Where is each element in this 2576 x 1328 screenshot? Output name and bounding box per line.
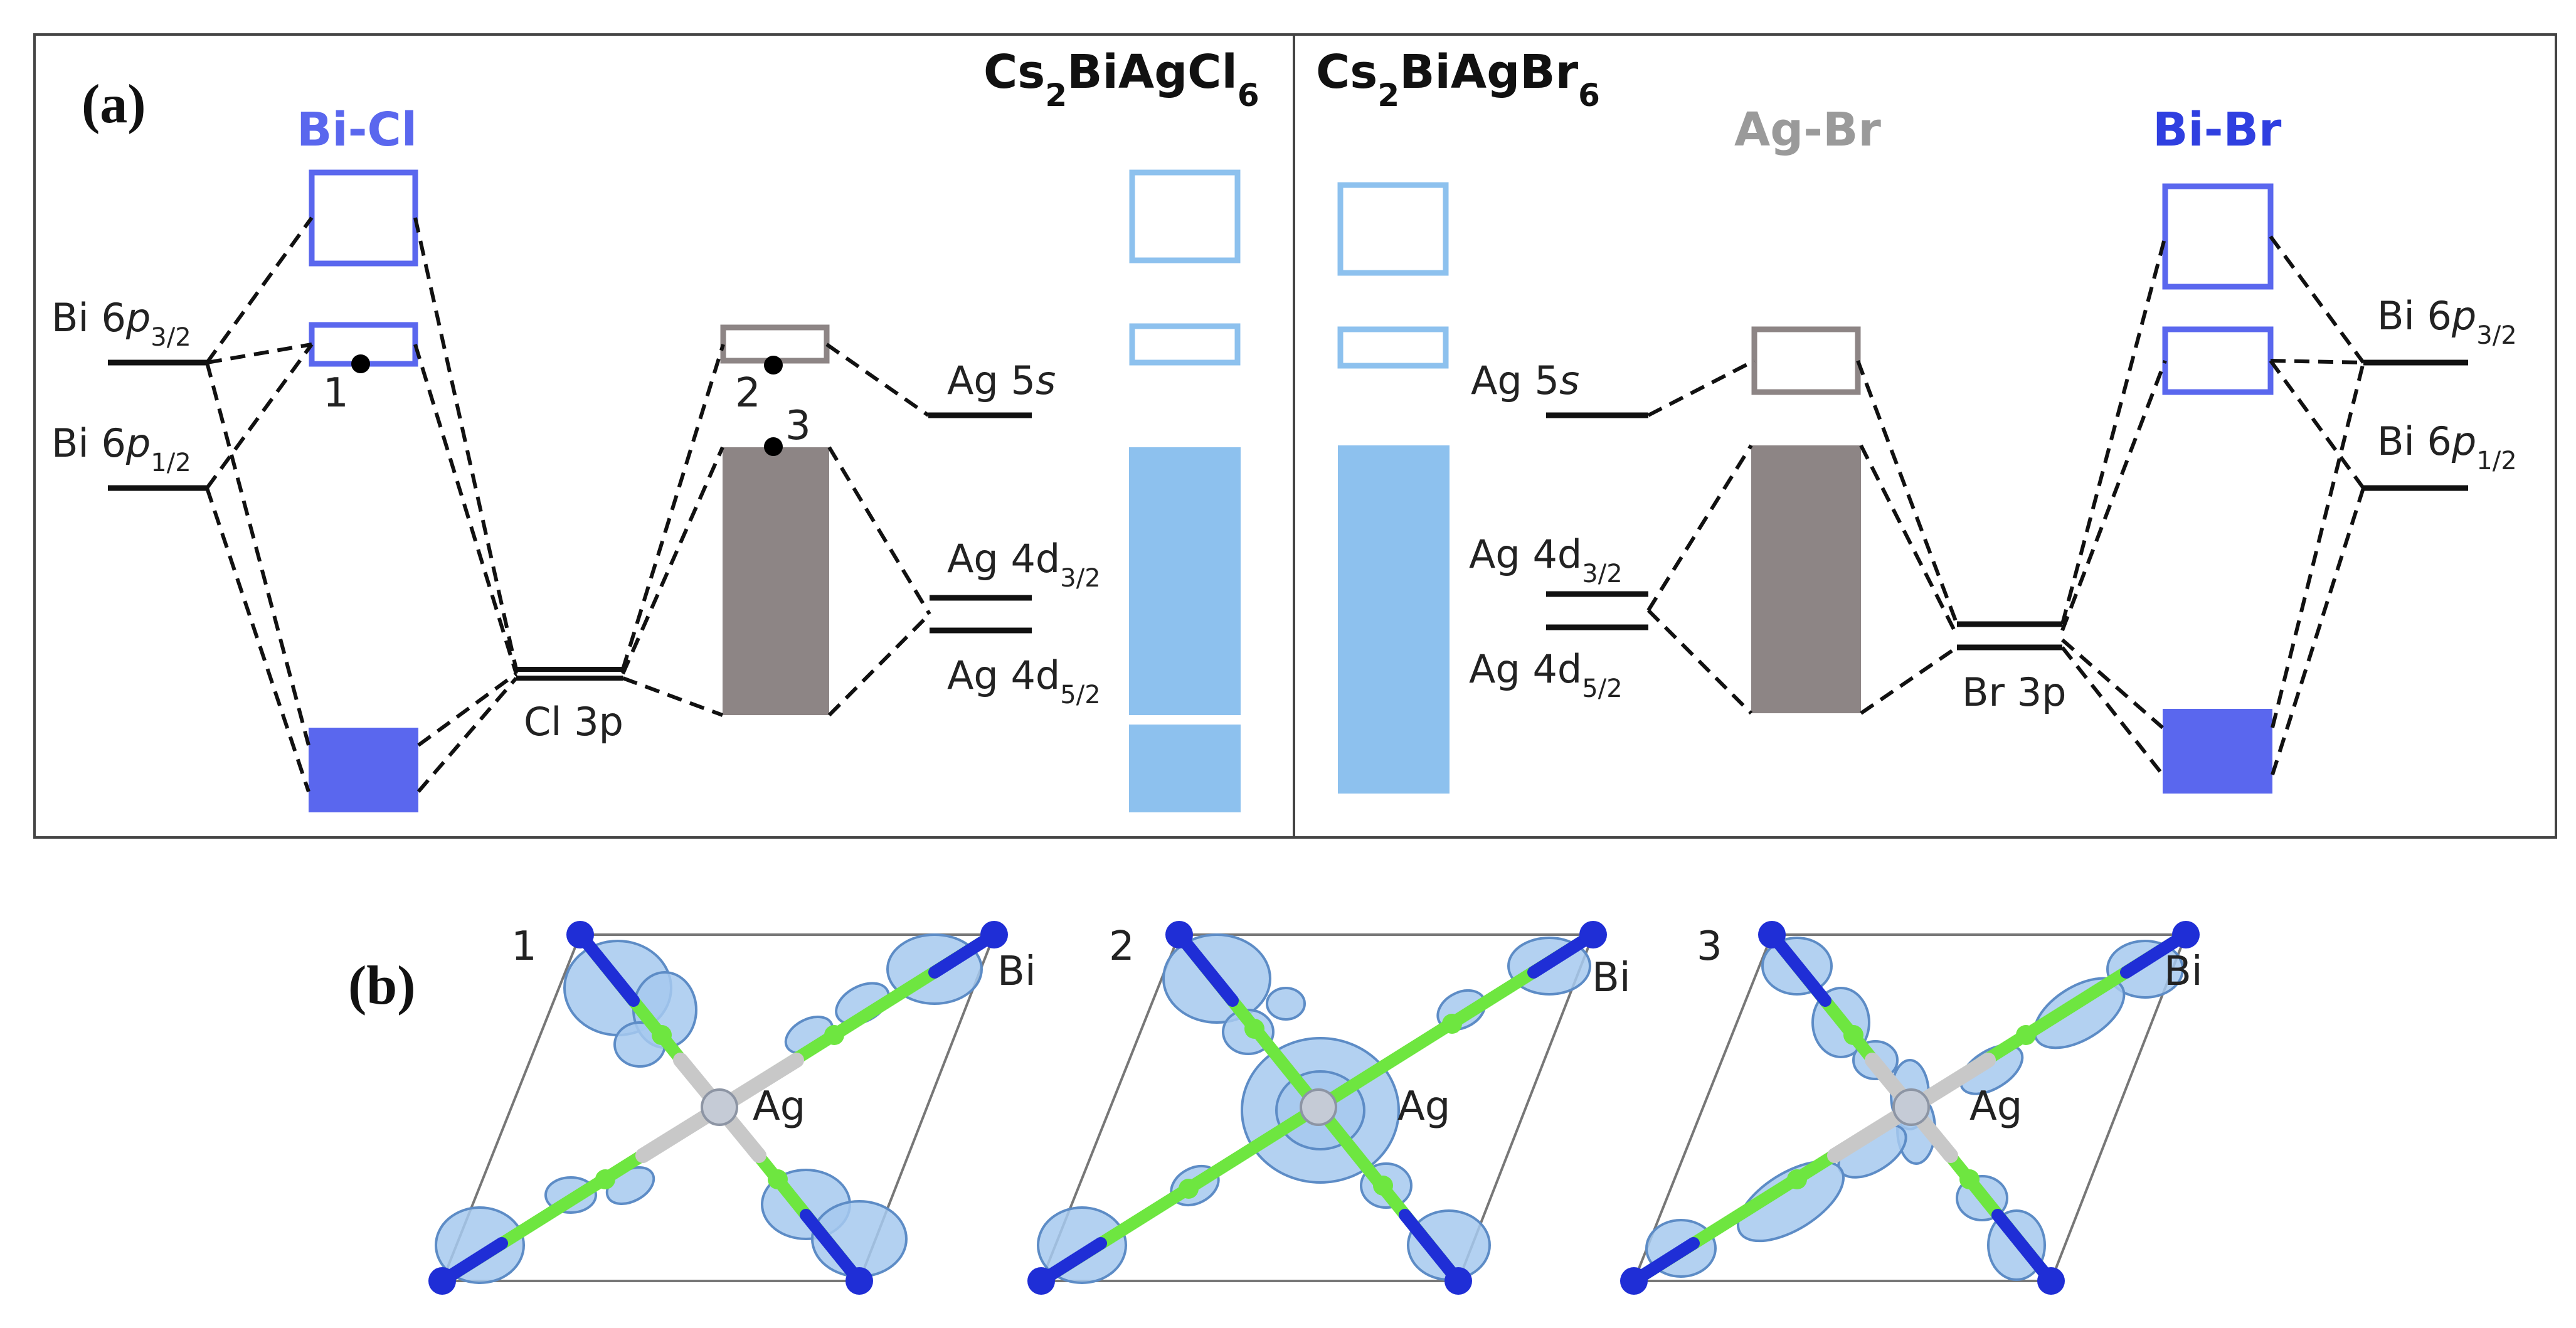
ag-5s-label-left: Ag 5s	[947, 358, 1056, 403]
dos-right-upper-box	[1337, 182, 1449, 276]
bi-atom	[1579, 921, 1607, 948]
br-3p-label: Br 3p	[1962, 669, 2067, 715]
cell-number: 2	[1109, 923, 1135, 970]
ag-4d52-label-left: Ag 4d5/2	[947, 652, 1101, 709]
x-atom	[2016, 1025, 2036, 1045]
bi-br-filled-box	[2163, 709, 2272, 794]
ag-br-filled-box	[1751, 445, 1861, 713]
dos-left-middle-box	[1129, 323, 1241, 366]
br-atom	[1373, 1176, 1393, 1196]
isosurface-cell-1: 1 Bi Ag	[428, 921, 1036, 1295]
bi-atom	[1620, 1267, 1648, 1295]
cl-atom	[652, 1025, 672, 1045]
bi-label: Bi	[2164, 948, 2203, 995]
br-atom	[1244, 1019, 1264, 1039]
atoms	[1027, 921, 1607, 1295]
bi-atom	[1444, 1267, 1472, 1295]
connectors-right	[1646, 235, 2365, 776]
cl-atom	[768, 1169, 788, 1189]
bi-atom	[1165, 921, 1193, 948]
x-atom	[1959, 1169, 1980, 1189]
x-atom	[1843, 1025, 1863, 1045]
cell-number: 1	[511, 923, 537, 970]
ag-label: Ag	[753, 1083, 805, 1130]
ag-atom	[1300, 1088, 1337, 1126]
bi-br-header: Bi-Br	[2153, 103, 2282, 157]
panel-b: (b)	[348, 921, 2203, 1295]
dos-left-upper-box	[1129, 169, 1241, 263]
panel-b-label: (b)	[348, 955, 416, 1016]
atoms	[1620, 921, 2200, 1295]
ag-cl-filled-box	[723, 447, 829, 715]
bi-cl-header: Bi-Cl	[297, 103, 417, 157]
cell-number: 3	[1697, 923, 1722, 970]
left-compound-title: Cs2BiAgCl6	[983, 45, 1259, 114]
connectors-left	[205, 216, 931, 793]
bi-label: Bi	[997, 948, 1036, 995]
bi-6p32-label-right: Bi 6p3/2	[2377, 293, 2517, 350]
state-1-label: 1	[323, 370, 349, 417]
br-atom	[1179, 1179, 1199, 1199]
isosurface-cell-2: 2 Bi Ag	[1027, 921, 1631, 1295]
bi-label: Bi	[1592, 955, 1631, 1001]
right-compound-title: Cs2BiAgBr6	[1316, 45, 1600, 114]
panel-a-label: (a)	[82, 74, 146, 135]
ag-br-header: Ag-Br	[1734, 103, 1881, 157]
bi-6p32-label-left: Bi 6p3/2	[51, 295, 191, 352]
ag-5s-label-right: Ag 5s	[1471, 358, 1579, 403]
bi-6p12-label-left: Bi 6p1/2	[51, 420, 191, 477]
dos-left-small-block	[1129, 725, 1241, 812]
bi-atom	[1027, 1267, 1055, 1295]
state-1-dot	[351, 354, 370, 373]
ag-atom	[1892, 1088, 1930, 1126]
cl-atom	[595, 1169, 615, 1189]
state-3-label: 3	[785, 403, 811, 449]
ag-4d32-label-left: Ag 4d3/2	[947, 536, 1101, 593]
ag-atom	[701, 1088, 738, 1126]
isosurface-cell-3: 3 Bi Ag	[1620, 921, 2203, 1295]
bi-cl-filled-box	[309, 728, 418, 812]
dos-right-large-block	[1338, 445, 1450, 794]
dos-right-middle-box	[1337, 326, 1449, 369]
atoms	[428, 921, 1008, 1295]
panel-a: (a) Cs2BiAgCl6 Cs2BiAgBr6 Bi-Cl Bi 6p3/2…	[33, 33, 2557, 839]
bi-atom	[1758, 921, 1786, 948]
cl-atom	[824, 1025, 844, 1045]
ag-label: Ag	[1397, 1083, 1450, 1130]
x-atom	[1787, 1169, 1807, 1189]
ag-4d32-label-right: Ag 4d3/2	[1469, 531, 1623, 588]
state-2-dot	[764, 356, 783, 374]
state-3-dot	[764, 437, 783, 456]
ag-4d52-label-right: Ag 4d5/2	[1469, 646, 1623, 703]
bi-atom	[428, 1267, 456, 1295]
bi-atom	[980, 921, 1008, 948]
dos-left-large-block	[1129, 447, 1241, 715]
bi-atom	[845, 1267, 873, 1295]
cl-3p-label: Cl 3p	[524, 699, 623, 745]
br-atom	[1442, 1014, 1462, 1034]
bi-atom	[566, 921, 594, 948]
ag-label: Ag	[1969, 1083, 2022, 1130]
bi-6p12-label-right: Bi 6p1/2	[2377, 418, 2517, 475]
bi-atom	[2037, 1267, 2065, 1295]
state-2-label: 2	[735, 370, 761, 417]
bi-atom	[2172, 921, 2200, 948]
